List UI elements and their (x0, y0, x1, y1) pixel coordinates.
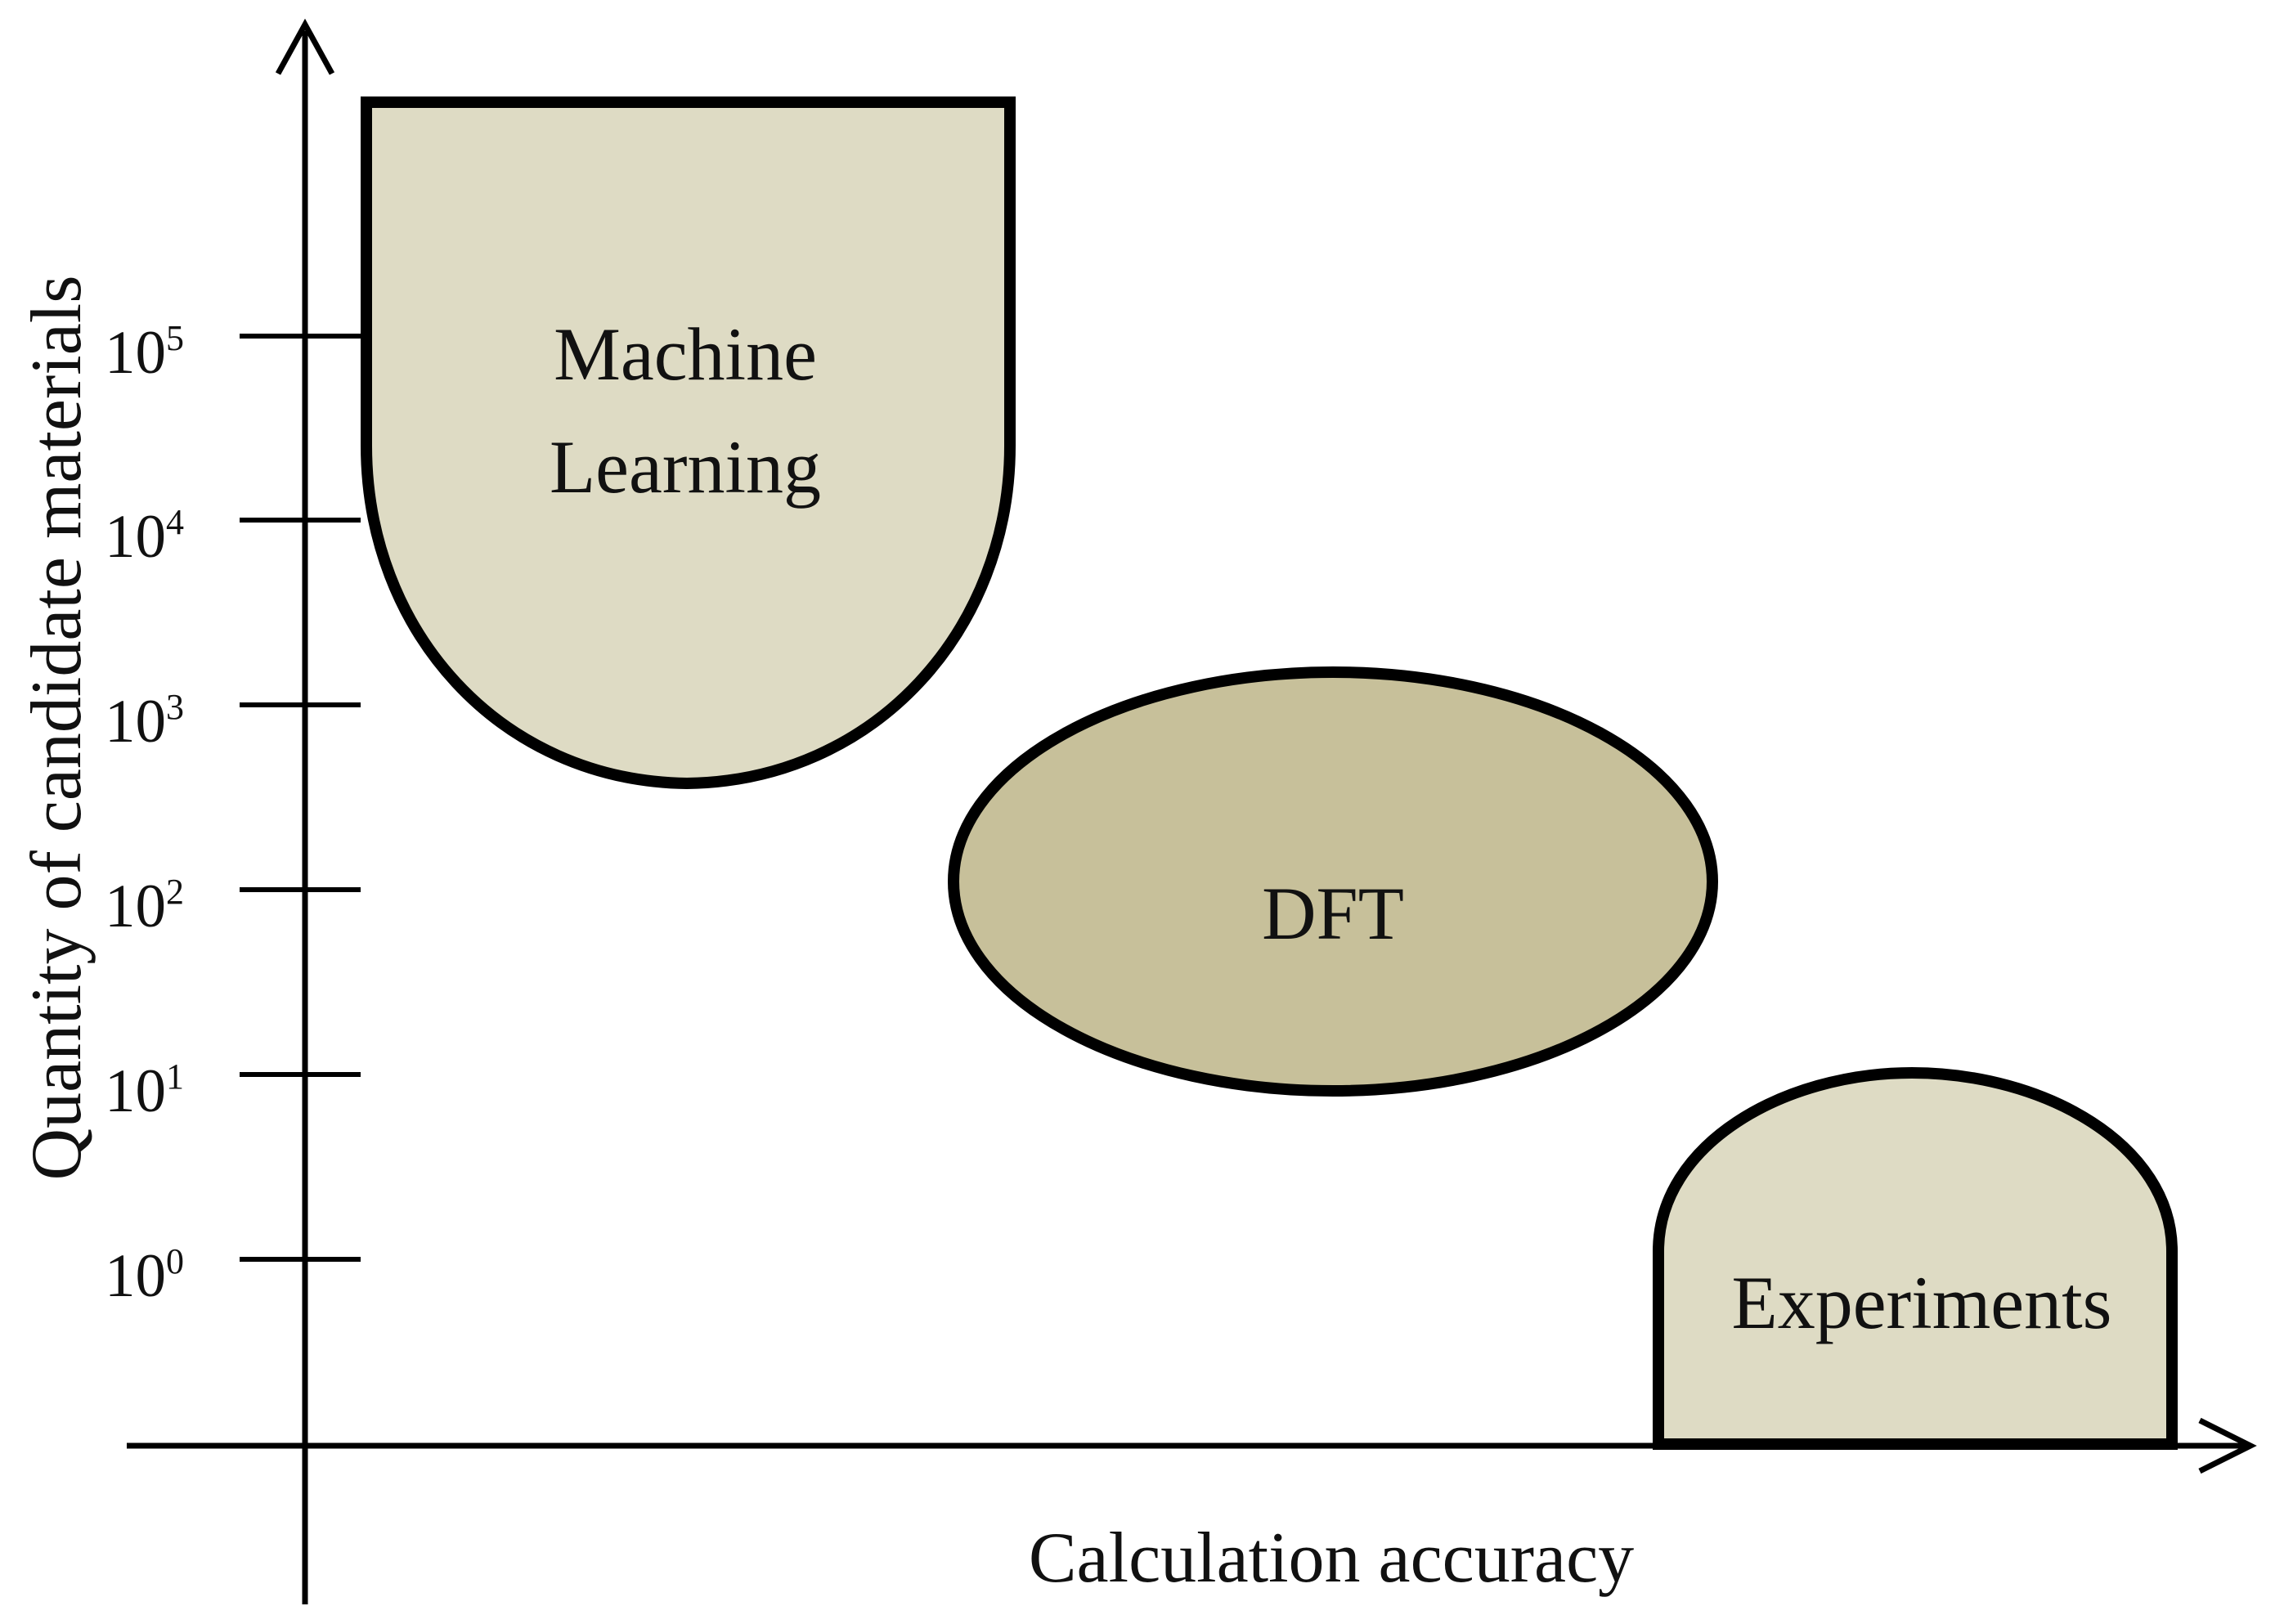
x-axis-title: Calculation accuracy (1029, 1519, 1634, 1598)
tick-label-0: 100 (105, 1241, 184, 1310)
machine-learning-shape (361, 96, 1016, 790)
y-axis (275, 18, 335, 1604)
machine-learning-label-line2: Learning (550, 425, 821, 509)
tick-label-1: 101 (105, 1056, 184, 1125)
experiments-region: Experiments (1653, 1066, 2178, 1450)
machine-learning-label-line1: Machine (554, 312, 817, 396)
y-axis-arrowhead (275, 18, 335, 75)
tick-label-2: 102 (105, 872, 184, 940)
dft-label: DFT (1262, 872, 1404, 955)
y-axis-title: Quantity of candidate materials (17, 276, 96, 1181)
tick-label-3: 103 (105, 687, 184, 756)
experiments-shape (1653, 1066, 2178, 1450)
dft-region: DFT (948, 666, 1718, 1097)
x-axis-arrowhead (2198, 1417, 2257, 1474)
machine-learning-region: Machine Learning (361, 96, 1016, 790)
experiments-label: Experiments (1732, 1261, 2112, 1344)
tick-label-4: 104 (105, 502, 184, 571)
tick-label-5: 105 (105, 318, 184, 387)
dft-shape (948, 666, 1718, 1097)
y-ticks: 100 101 102 103 104 105 (105, 318, 361, 1310)
